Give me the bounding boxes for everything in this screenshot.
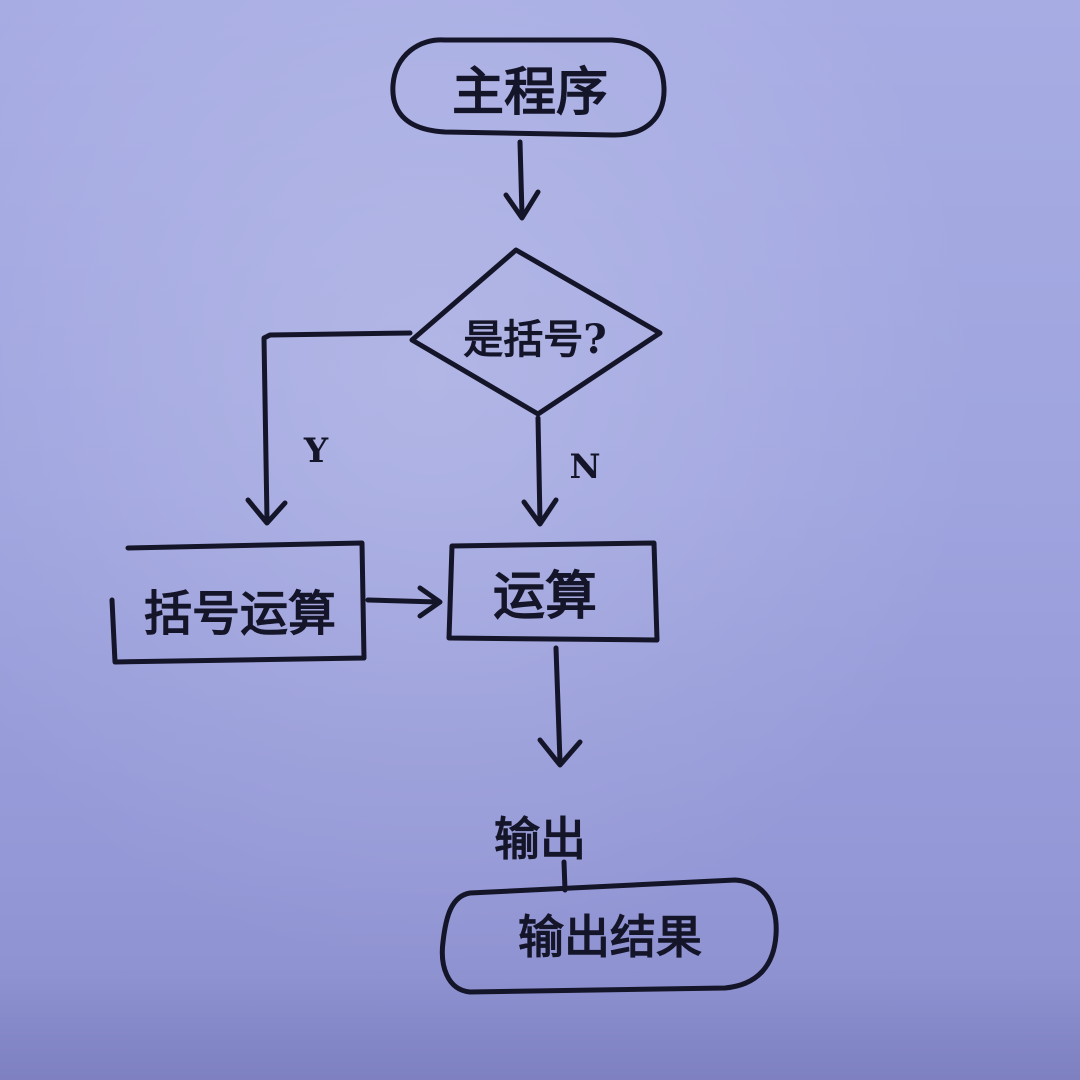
start-label: 主程序: [452, 62, 608, 123]
connector-line: [365, 597, 441, 605]
end-terminal-shape: [439, 877, 779, 995]
arrowhead-icon: [537, 737, 583, 768]
node-end: 输出结果: [439, 877, 779, 995]
edge-operation-end: 输出: [494, 645, 586, 893]
connector-line: [535, 415, 543, 525]
edge-bracket-op-operation: [365, 585, 443, 619]
connector-line: [261, 330, 413, 523]
edge-start-decision: [503, 139, 541, 221]
yes-label: Y: [303, 431, 329, 471]
decision-diamond-shape: [409, 247, 663, 417]
connector-line: [517, 139, 525, 218]
node-operation: 运算: [446, 540, 660, 643]
edge-decision-bracket-op: Y: [245, 330, 413, 526]
arrowhead-icon: [245, 497, 288, 526]
output-edge-label: 输出: [494, 812, 586, 866]
connector-line: [553, 645, 563, 765]
no-label: N: [569, 447, 600, 487]
node-start: 主程序: [390, 37, 667, 138]
operation-label: 运算: [493, 566, 597, 627]
arrowhead-icon: [503, 189, 541, 221]
operation-box-shape: [446, 540, 660, 643]
decision-label: 是括号?: [463, 316, 606, 363]
edge-decision-operation: N: [521, 415, 601, 527]
end-label: 输出结果: [518, 910, 702, 964]
arrowhead-icon: [521, 497, 559, 527]
node-bracket-op: 括号运算: [109, 540, 367, 665]
bracket-op-box-shape: [109, 540, 367, 665]
node-decision: 是括号?: [409, 247, 663, 417]
bracket-op-label: 括号运算: [144, 586, 336, 642]
start-terminal-shape: [390, 37, 667, 138]
connector-line: [561, 859, 568, 893]
arrowhead-icon: [417, 585, 443, 619]
